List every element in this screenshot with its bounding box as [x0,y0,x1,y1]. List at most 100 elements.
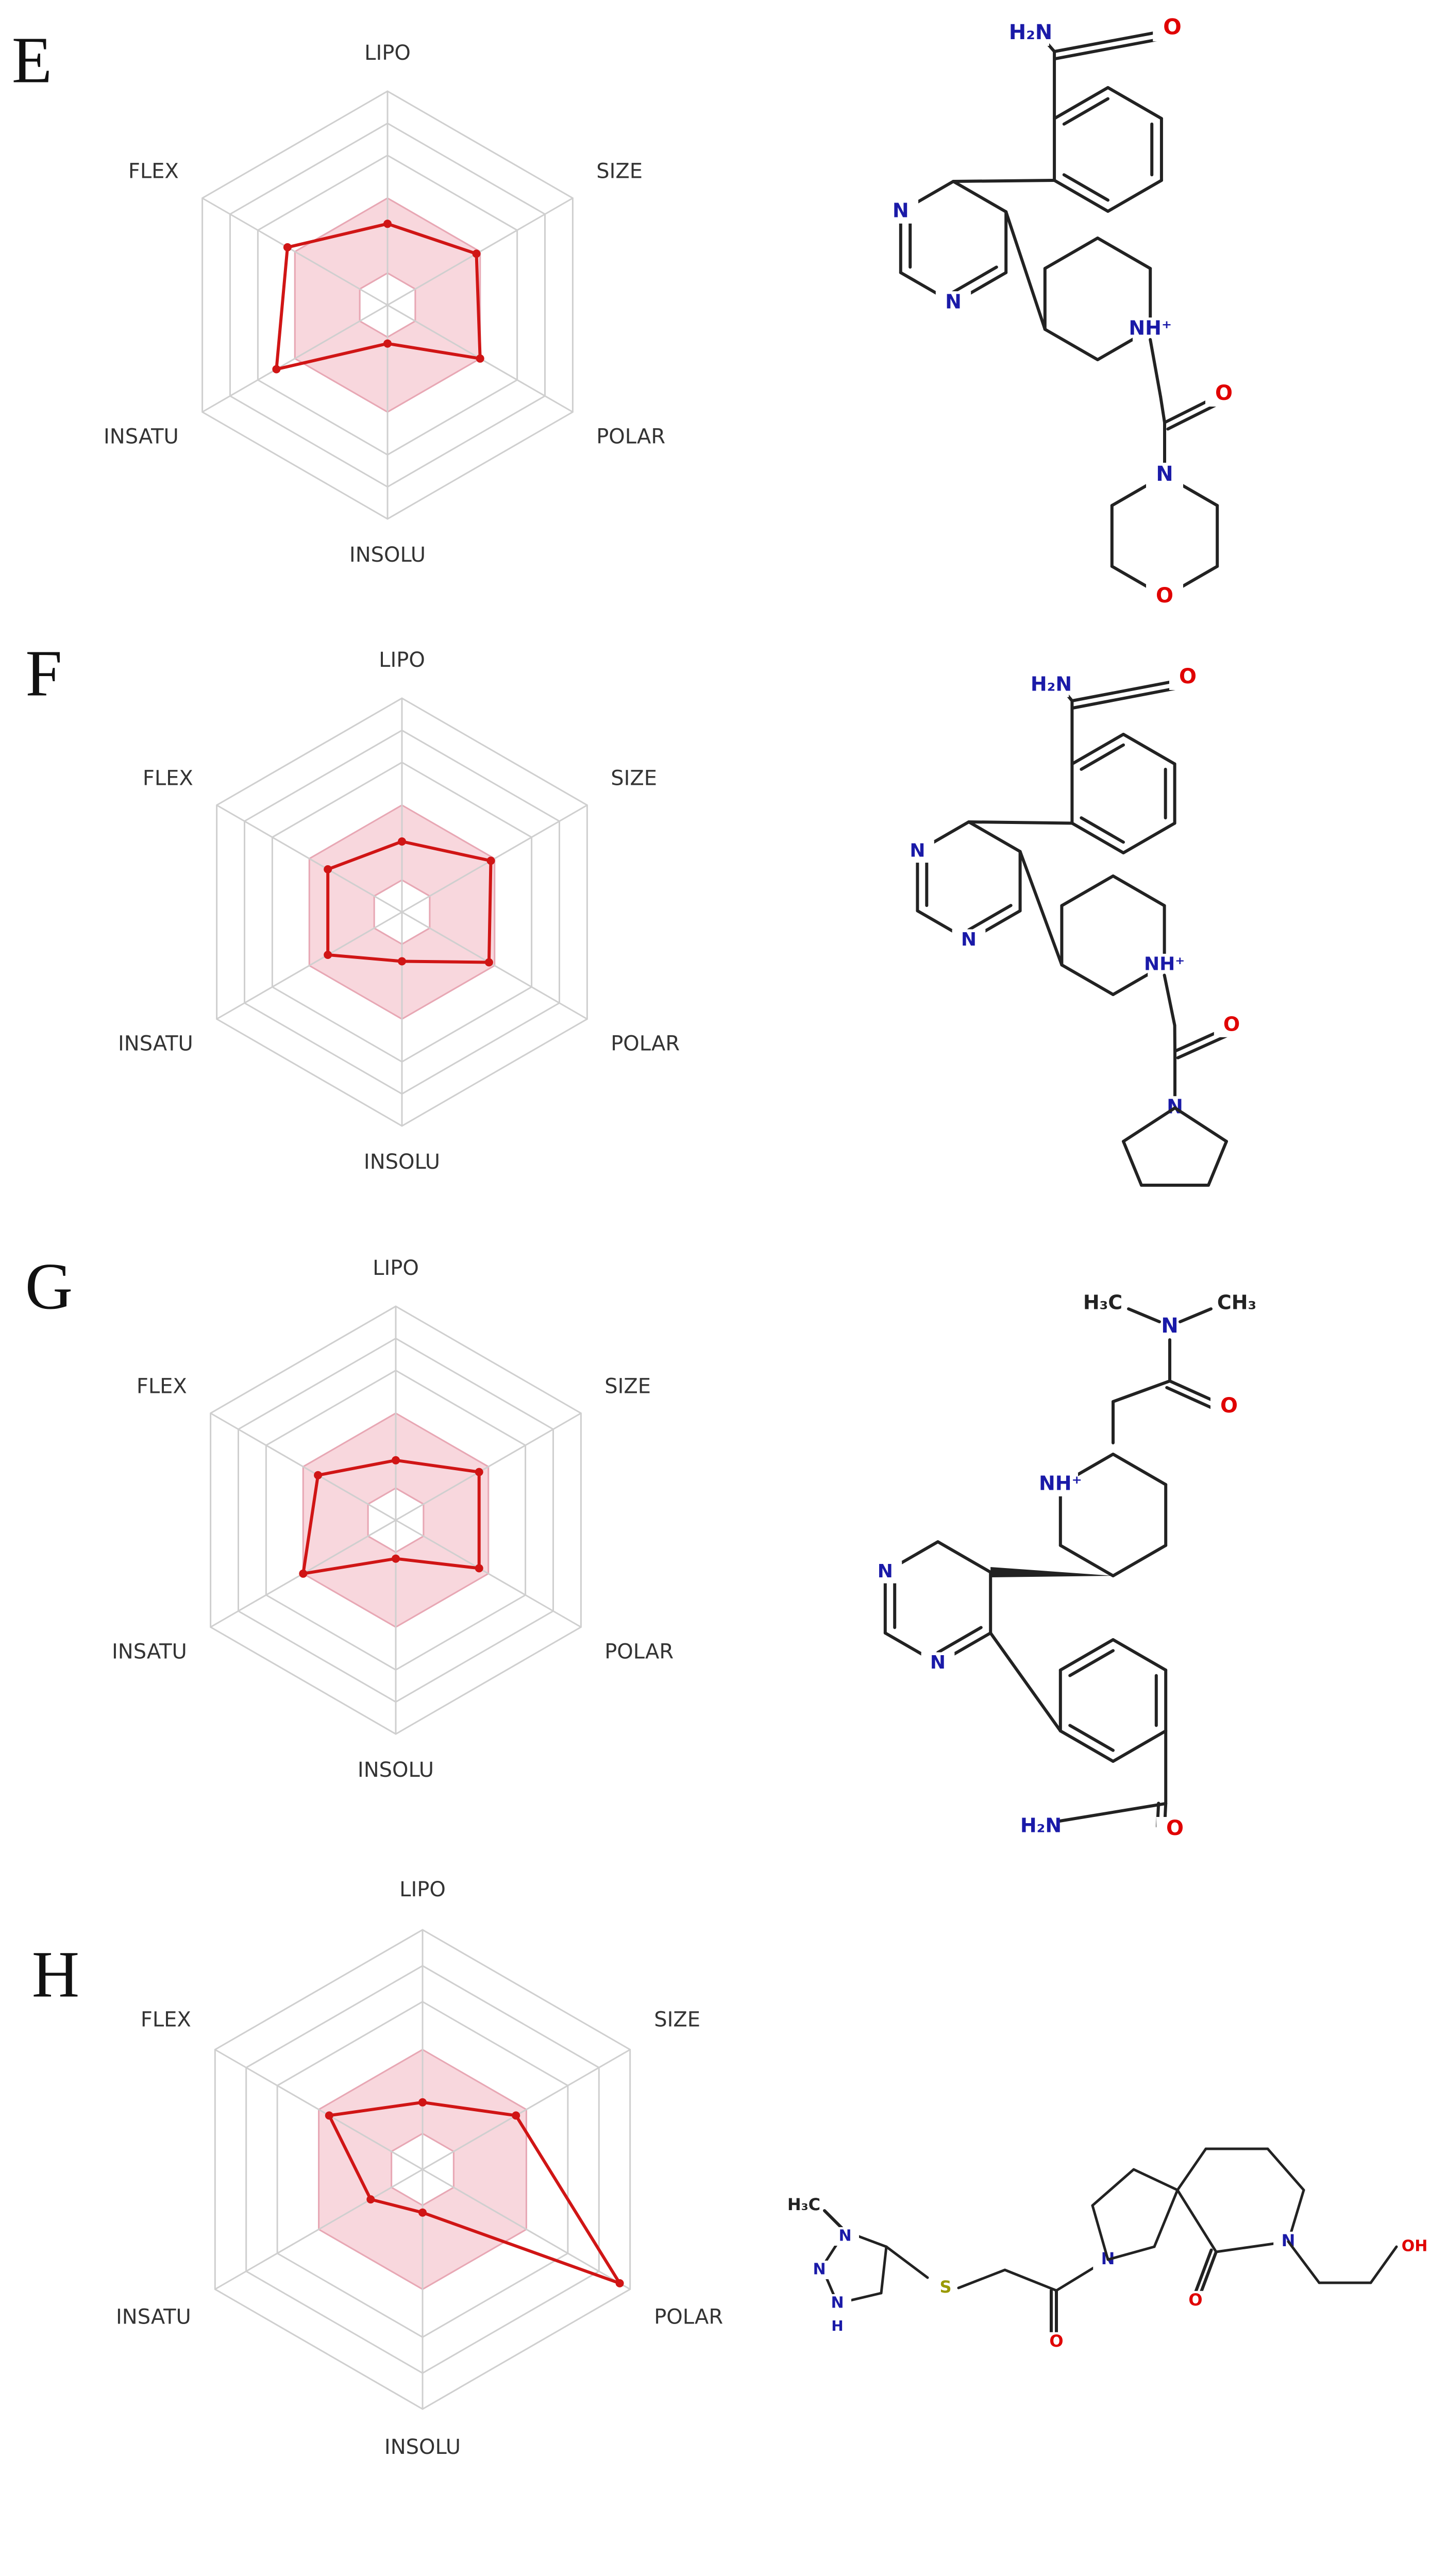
bond [1106,2245,1156,2261]
atom-label: S [939,2277,951,2297]
atom-bg [921,1652,955,1675]
atom-label: H [831,2317,843,2334]
data-point-lipo [383,220,392,228]
bond [1068,1724,1115,1752]
data-point-polar [615,2279,624,2287]
atom-bg [868,1561,902,1584]
data-point-polar [476,354,484,363]
bond [1096,237,1152,270]
spoke-polar [401,911,588,1020]
bond [1043,328,1099,361]
data-point-lipo [398,837,406,846]
axis-label-lipo: LIPO [373,1256,419,1280]
data-point-insolu [398,957,406,966]
atom-label: H₂N [1009,21,1052,44]
atom-bg [1210,1394,1248,1419]
axis-label-flex: FLEX [137,1375,187,1399]
atom-label: N [1161,1314,1178,1338]
atom-bg [1042,1473,1079,1496]
data-point-flex [283,243,292,251]
data-point-polar [475,1564,483,1573]
atom-bg [1205,382,1242,407]
spoke-size [422,2049,631,2170]
spoke-flex [216,804,402,913]
bond [1166,401,1221,431]
bond [1122,1140,1143,1187]
spoke-insatu [216,911,402,1020]
axis-label-insolu: INSOLU [364,1150,440,1174]
atom-label: N [813,2261,826,2279]
data-point-size [475,1468,483,1476]
atom-bg [1023,1815,1059,1839]
data-point-flex [325,2111,333,2120]
spoke-flex [210,1412,396,1521]
atom-label: OH [1402,2237,1428,2255]
axis-label-insolu: INSOLU [349,543,426,567]
bond [1132,2168,1179,2192]
atom-bg [1219,1292,1255,1316]
data-point-insatu [272,365,281,374]
data-point-insatu [366,2195,375,2204]
atom-label: NH⁺ [1129,317,1172,340]
bond [1053,179,1109,213]
data-point-lipo [418,2098,427,2107]
atom-label: O [1163,14,1182,40]
bond [1068,1649,1115,1677]
spoke-polar [395,1519,582,1628]
atom-label: H₃C [1083,1291,1122,1314]
bond [1194,2248,1213,2293]
spoke-size [401,804,588,913]
bond [1003,2268,1058,2292]
bond [936,1626,983,1654]
bond [1176,1033,1231,1059]
atom-bg [1041,2332,1071,2352]
axis-label-flex: FLEX [141,2008,191,2032]
bond [1053,86,1109,120]
atom-label: N [893,199,909,222]
bond [1179,1307,1213,1323]
atom-label: H₃C [787,2195,820,2214]
bond [1060,874,1115,907]
wedge-bond [990,1567,1113,1577]
atom-bg [1169,665,1206,690]
atom-bg [1153,15,1192,42]
atom-bg [1146,463,1183,487]
atom-label: N [1156,462,1173,486]
bond [1054,36,1168,60]
atom-bg [931,2278,961,2298]
atom-label: O [1049,2331,1063,2351]
atom-label: N [930,1652,946,1673]
atom-label: O [1215,381,1233,405]
bond [1153,2188,1179,2248]
panel-letter: H [32,1938,79,2011]
axis-label-insatu: INSATU [104,425,179,448]
atom-label: NH⁺ [1039,1472,1082,1495]
atom-label: N [910,840,925,862]
data-point-insolu [392,1554,400,1563]
axis-label-insolu: INSOLU [358,1758,434,1782]
atom-bg [1148,953,1181,976]
bond [1287,2240,1321,2284]
atom-label: N [878,1561,893,1582]
atom-bg [1132,317,1168,341]
axis-label-insatu: INSATU [118,1032,193,1055]
bond [1112,1379,1171,1403]
atom-bg [1401,2237,1428,2256]
atom-label: H₂N [1031,673,1072,696]
axis-label-polar: POLAR [611,1032,680,1055]
bond [1369,2245,1398,2284]
spoke-insatu [201,304,388,413]
bond [1176,2147,1207,2192]
spoke-insatu [214,2168,423,2290]
atom-bg [1156,1817,1193,1842]
bond [1080,743,1125,771]
bond [1043,237,1099,270]
data-point-insatu [324,951,332,959]
bond [1207,1140,1228,1187]
data-point-size [486,856,495,865]
atom-bg [1151,1315,1188,1339]
atom-bg [952,929,986,952]
atom-label: CH₃ [1217,1291,1256,1314]
